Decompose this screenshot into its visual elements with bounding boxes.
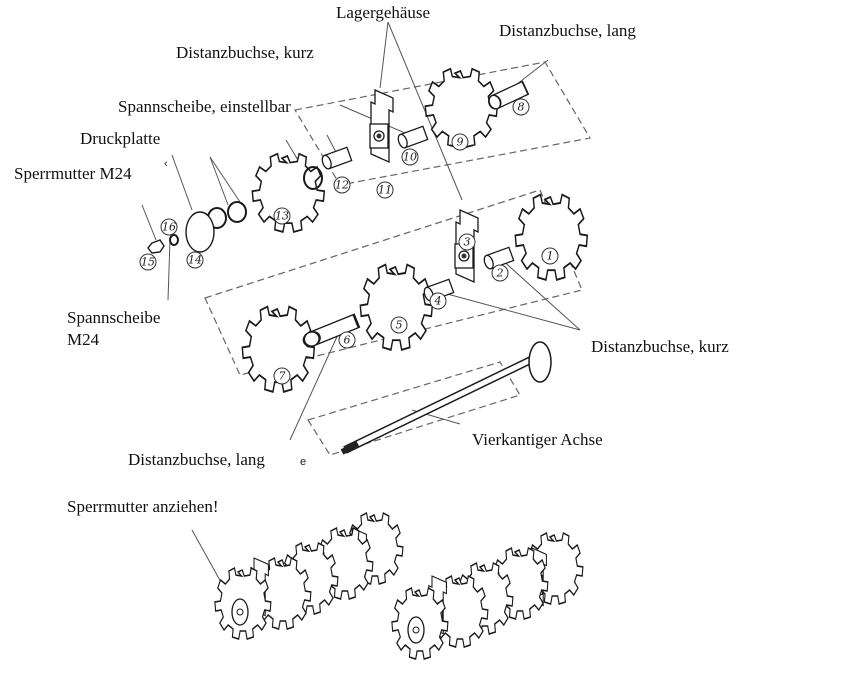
svg-text:2: 2 [496, 267, 504, 280]
label-druckplatte: Druckplatte [80, 129, 161, 148]
svg-text:12: 12 [335, 179, 349, 192]
part-number-1: 1 [541, 247, 559, 265]
svg-text:3: 3 [464, 236, 471, 249]
svg-text:15: 15 [141, 256, 155, 269]
part-number-14: 14 [186, 251, 204, 269]
pressure-plate-14 [185, 211, 215, 253]
disc-5 [359, 263, 434, 351]
dashed-box-middle [204, 189, 583, 376]
assembled-unit-right [391, 532, 584, 660]
part-number-13: 13 [273, 207, 291, 225]
bushing-12 [319, 146, 353, 171]
svg-text:16: 16 [162, 221, 176, 234]
bearing-housing-11 [369, 89, 394, 163]
stray-mark-caret: ‹ [164, 158, 168, 170]
part-number-15: 15 [139, 253, 157, 271]
svg-text:1: 1 [547, 250, 554, 263]
dashed-box-axle [307, 361, 521, 456]
part-number-9: 9 [451, 133, 469, 151]
svg-text:5: 5 [396, 319, 403, 332]
assembled-unit-left [214, 512, 404, 640]
part-number-10: 10 [401, 148, 419, 166]
part-number-11: 11 [376, 181, 394, 199]
tension-washer-ring-1 [303, 166, 323, 190]
svg-text:9: 9 [457, 136, 464, 149]
part-number-6: 6 [338, 331, 356, 349]
svg-text:8: 8 [518, 101, 525, 114]
svg-text:11: 11 [378, 184, 392, 197]
bushing-10 [395, 125, 429, 150]
tension-washer-ring-2 [227, 201, 247, 223]
label-distanzbuchse-lang-top: Distanzbuchse, lang [499, 21, 636, 40]
part-number-16: 16 [160, 218, 178, 236]
part-number-3: 3 [458, 233, 476, 251]
part-number-8: 8 [512, 98, 530, 116]
label-sperrmutter-anziehen: Sperrmutter anziehen! [67, 497, 219, 516]
part-number-12: 12 [333, 176, 351, 194]
svg-text:4: 4 [434, 295, 442, 308]
stray-mark-e: e [300, 456, 307, 468]
label-vierkantiger-achse: Vierkantiger Achse [472, 430, 603, 449]
svg-text:6: 6 [344, 334, 351, 347]
label-distanzbuchse-lang-bottom: Distanzbuchse, lang [128, 450, 265, 469]
svg-text:7: 7 [279, 370, 286, 383]
label-distanzbuchse-kurz-right: Distanzbuchse, kurz [591, 337, 729, 356]
washer-16 [169, 234, 179, 246]
lock-nut-15 [147, 239, 165, 254]
label-lagergehaeuse: Lagergehäuse [336, 3, 431, 22]
part-number-2: 2 [491, 264, 509, 282]
svg-text:14: 14 [188, 254, 202, 267]
part-number-5: 5 [390, 316, 408, 334]
svg-text:10: 10 [403, 151, 417, 164]
square-axle [340, 341, 552, 455]
svg-text:13: 13 [275, 210, 289, 223]
label-spannscheibe-m24-line1: Spannscheibe [67, 308, 161, 327]
disc-1 [514, 193, 589, 281]
part-number-7: 7 [273, 367, 291, 385]
label-spannscheibe-einstellbar: Spannscheibe, einstellbar [118, 97, 291, 116]
label-sperrmutter-m24: Sperrmutter M24 [14, 164, 132, 183]
part-number-callouts: 1 2 3 4 5 6 7 8 9 10 11 12 13 14 15 16 [139, 98, 559, 385]
part-number-4: 4 [429, 292, 447, 310]
label-distanzbuchse-kurz-top: Distanzbuchse, kurz [176, 43, 314, 62]
label-spannscheibe-m24-line2: M24 [67, 330, 100, 349]
